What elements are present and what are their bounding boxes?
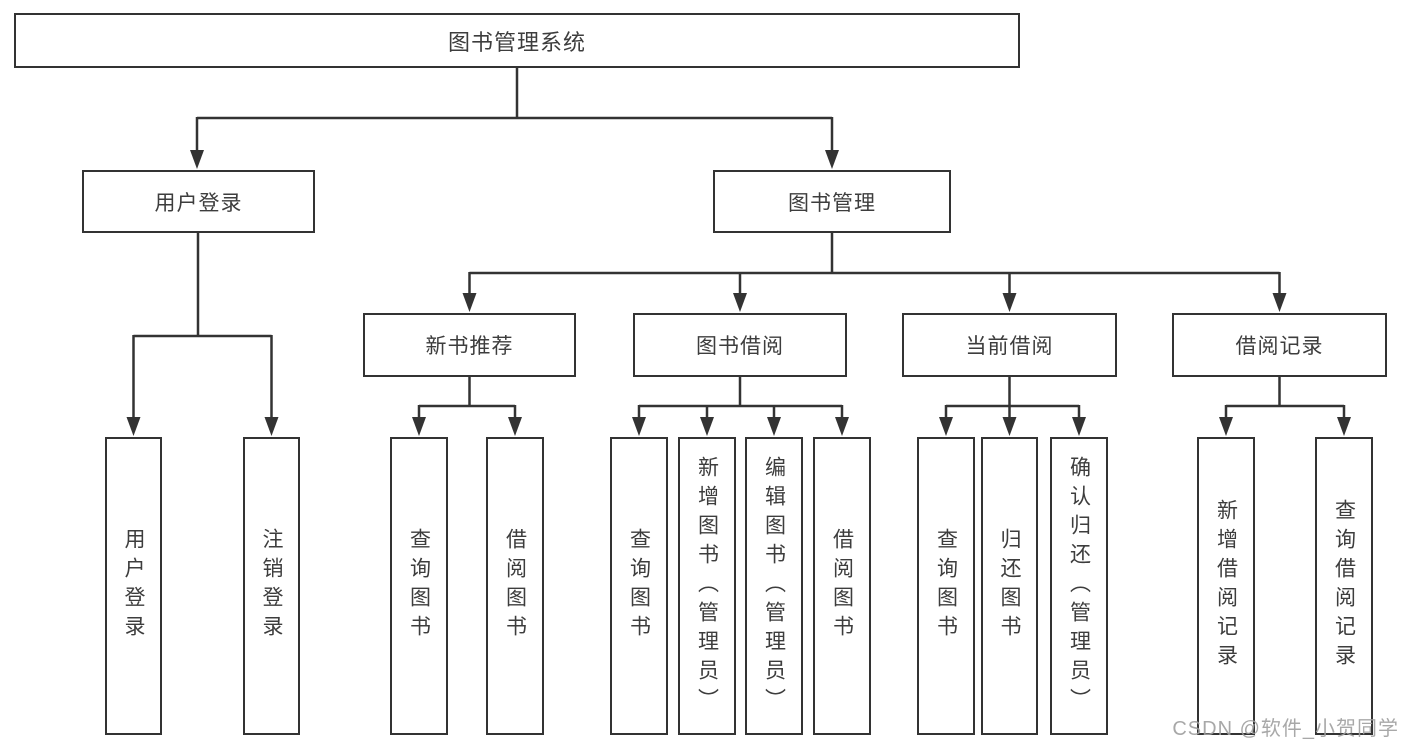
node-query-books-recommend: 查询图书	[390, 437, 448, 735]
node-confirm-return-admin: 确认归还（管理员）	[1050, 437, 1108, 735]
node-new-book-recommendation: 新书推荐	[363, 313, 576, 377]
node-logout: 注销登录	[243, 437, 300, 735]
node-add-books-admin: 新增图书（管理员）	[678, 437, 736, 735]
node-edit-books-admin: 编辑图书（管理员）	[745, 437, 803, 735]
node-user-login-leaf: 用户登录	[105, 437, 162, 735]
node-query-books-current: 查询图书	[917, 437, 975, 735]
node-user-login: 用户登录	[82, 170, 315, 233]
node-query-books-borrowing: 查询图书	[610, 437, 668, 735]
node-borrow-books: 借阅图书	[813, 437, 871, 735]
node-return-books: 归还图书	[981, 437, 1038, 735]
node-borrow-books-recommend: 借阅图书	[486, 437, 544, 735]
csdn-watermark: CSDN @软件_小贺同学	[1172, 718, 1399, 740]
node-add-borrow-record: 新增借阅记录	[1197, 437, 1255, 735]
arrowheads	[126, 150, 1351, 436]
node-book-borrowing: 图书借阅	[633, 313, 847, 377]
node-book-management: 图书管理	[713, 170, 951, 233]
node-query-borrow-record: 查询借阅记录	[1315, 437, 1373, 735]
node-current-borrowing: 当前借阅	[902, 313, 1117, 377]
node-borrowing-records: 借阅记录	[1172, 313, 1387, 377]
node-book-management-system: 图书管理系统	[14, 13, 1020, 68]
